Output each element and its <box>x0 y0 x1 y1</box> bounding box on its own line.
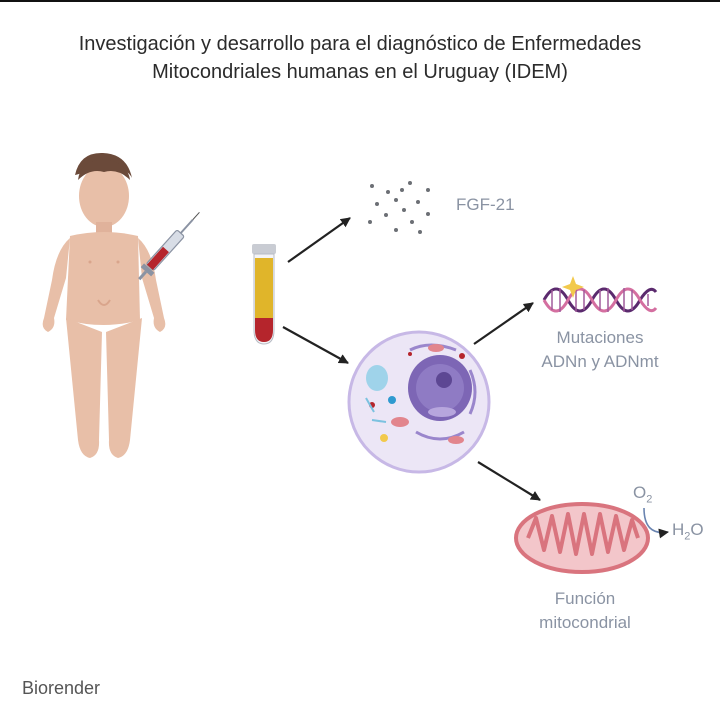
dna-helix-icon <box>542 276 658 313</box>
fgf21-particles-icon <box>368 181 430 234</box>
arrow-to-cell <box>282 326 349 364</box>
arrow-to-fgf <box>287 217 351 263</box>
arrow-to-dna <box>473 302 534 345</box>
mutations-label-line-1: Mutaciones <box>556 328 644 347</box>
function-label-line-2: mitocondrial <box>539 613 631 632</box>
h2o-subscript: 2 <box>684 530 691 543</box>
title-line-2: Mitocondriales humanas en el Uruguay (ID… <box>152 61 568 83</box>
o2-subscript: 2 <box>646 493 653 506</box>
cell-icon <box>347 330 491 474</box>
h2o-symbol-h: H <box>672 520 685 539</box>
h2o-symbol-o: O <box>690 520 704 539</box>
o2-symbol: O <box>633 483 647 502</box>
top-border-line <box>0 0 720 2</box>
fgf21-label: FGF-21 <box>456 195 515 214</box>
child-figure-icon <box>42 152 166 458</box>
function-label-line-1: Función <box>554 589 616 608</box>
mutations-label-line-2: ADNn y ADNmt <box>541 352 659 371</box>
oxygen-reduction-arrow <box>643 507 669 539</box>
water-formula: H2O <box>672 520 704 542</box>
oxygen-formula: O2 <box>633 483 652 505</box>
mitochondrion-icon <box>514 502 650 574</box>
mutations-label: Mutaciones ADNn y ADNmt <box>520 326 680 374</box>
page-title: Investigación y desarrollo para el diagn… <box>0 30 720 86</box>
title-line-1: Investigación y desarrollo para el diagn… <box>78 33 642 55</box>
syringe-icon <box>138 211 200 281</box>
blood-tube-icon <box>252 244 276 345</box>
biorender-credit: Biorender <box>22 678 101 698</box>
mitochondrial-function-label: Función mitocondrial <box>510 587 660 635</box>
arrow-to-mitochondria <box>477 461 541 501</box>
